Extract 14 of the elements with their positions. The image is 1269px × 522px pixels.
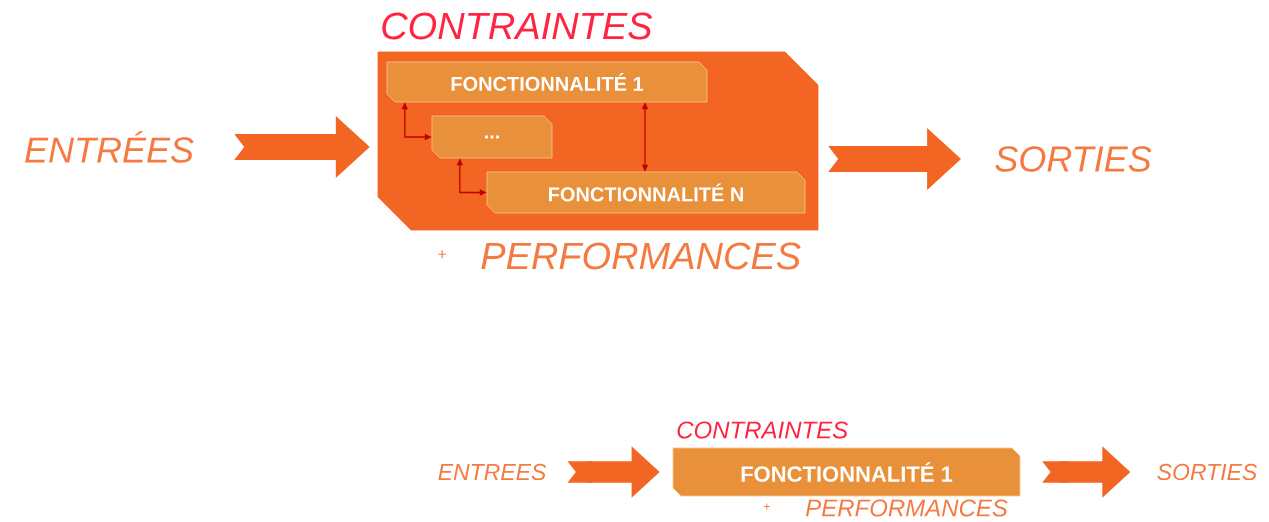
text-label: ENTRÉES: [25, 131, 194, 163]
side-label: +: [763, 503, 770, 510]
process-box: FONCTIONNALITÉ 1: [386, 61, 708, 103]
process-box: FONCTIONNALITÉ N: [486, 171, 806, 214]
side-label: PERFORMANCES: [481, 242, 801, 270]
side-label: +: [438, 250, 446, 259]
heading: CONTRAINTES: [677, 421, 848, 439]
process-box: ...: [431, 115, 553, 159]
text-label: SORTIES: [1157, 463, 1258, 481]
text-label: ENTREES: [438, 463, 547, 481]
heading: CONTRAINTES: [382, 12, 653, 40]
process-box: FONCTIONNALITÉ 1: [672, 447, 1021, 497]
side-label: PERFORMANCES: [805, 499, 1008, 517]
text-label: SORTIES: [995, 146, 1152, 172]
